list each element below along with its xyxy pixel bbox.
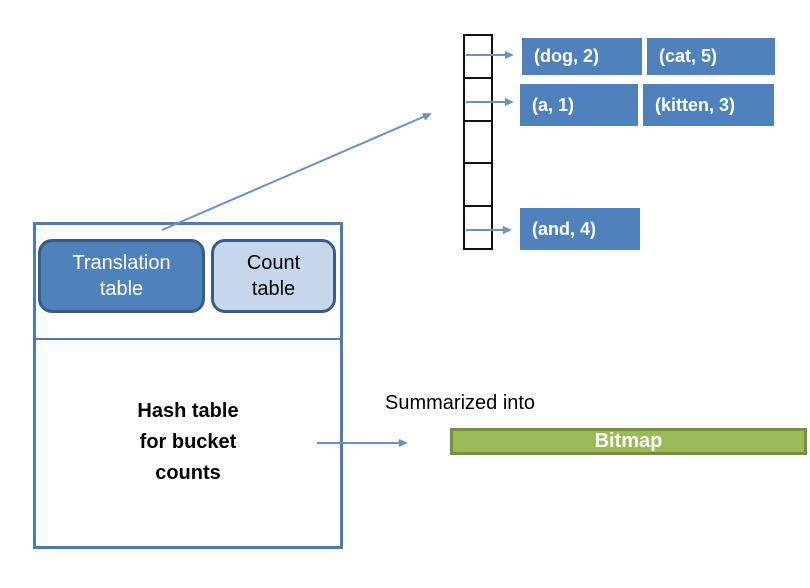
bucket-cell-4 [465,207,491,248]
translation-table-label-line1: Translation [72,252,171,274]
hash-caption-line1: Hash table [137,400,239,422]
hash-caption-line2: for bucket [139,431,237,453]
bucket-cell-1 [465,79,491,122]
bucket-array [463,34,493,250]
bucket-cell-2 [465,122,491,165]
entry-dog-2: (dog, 2) [522,38,642,75]
bucket-cell-0 [465,36,491,79]
hash-caption-line3: counts [155,462,221,484]
entry-a-1-label: (a, 1) [532,94,575,115]
entry-dog-2-label: (dog, 2) [534,46,599,66]
hash-table-caption: Hash table for bucket counts [93,396,283,489]
bitmap-bar: Bitmap [450,428,807,455]
translation-table-label-line2: table [99,278,144,300]
entry-cat-5-label: (cat, 5) [659,46,718,66]
bucket-cell-3 [465,164,491,208]
count-table-shape: Count table [211,239,336,313]
translation-table-shape: Translation table [38,239,205,313]
summarized-into-label: Summarized into [385,392,536,414]
entry-a-1: (a, 1) [520,84,638,126]
count-table-label-line1: Count [246,252,301,274]
box-divider-line [36,338,340,340]
count-table-label-line2: table [251,278,296,300]
arrow-box-to-bucket-array-icon [161,113,432,231]
bitmap-label: Bitmap [594,430,663,452]
entry-and-4-label: (and, 4) [532,218,597,239]
entry-kitten-3-label: (kitten, 3) [655,94,736,115]
entry-and-4: (and, 4) [520,208,640,250]
entry-cat-5: (cat, 5) [647,38,775,75]
entry-kitten-3: (kitten, 3) [643,84,774,126]
